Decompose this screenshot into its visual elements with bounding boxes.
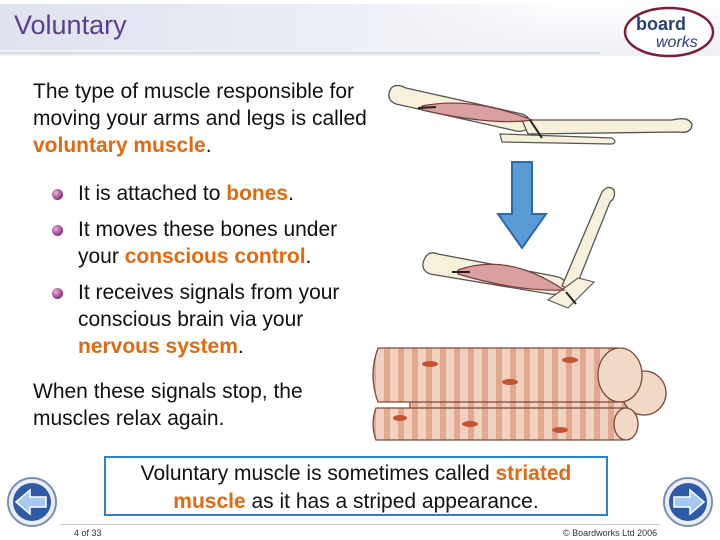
bullet-text-pre: It receives signals from your conscious … (78, 281, 340, 331)
striated-muscle-illustration (372, 347, 667, 441)
title-band (0, 4, 560, 50)
callout-text-pre: Voluntary muscle is sometimes called (140, 462, 496, 485)
bullet-dot-icon (52, 288, 63, 299)
down-arrow-icon (496, 161, 548, 250)
arm-extended-illustration (388, 84, 693, 145)
bullet-highlight: nervous system (78, 335, 238, 358)
boardworks-logo: board works (623, 6, 715, 58)
bullet-highlight: conscious control (124, 245, 306, 268)
arm-bent-illustration (422, 186, 616, 309)
slide-title: Voluntary (14, 10, 127, 40)
logo-line1: board (636, 14, 686, 34)
bullet-item: It is attached to bones. (52, 180, 382, 207)
bullet-text-pre: It is attached to (78, 182, 227, 205)
intro-text-1: The type of muscle responsible for movin… (33, 80, 367, 130)
bullet-text-post: . (305, 245, 312, 268)
outro-paragraph: When these signals stop, the muscles rel… (33, 380, 303, 430)
intro-text-2: . (205, 134, 212, 157)
back-arrow-icon[interactable] (6, 476, 58, 528)
forward-arrow-icon[interactable] (662, 476, 714, 528)
intro-highlight: voluntary muscle (33, 134, 206, 157)
striated-callout: Voluntary muscle is sometimes called str… (104, 456, 608, 516)
title-bar: Voluntary (0, 0, 720, 56)
bullet-dot-icon (52, 225, 63, 236)
intro-paragraph: The type of muscle responsible for movin… (33, 78, 373, 159)
bullet-text-post: . (237, 335, 244, 358)
bullet-text-post: . (288, 182, 294, 205)
bullet-text-pre: It moves these bones under your (78, 218, 338, 268)
callout-text-post: as it has a striped appearance. (245, 490, 539, 513)
bullet-list: It is attached to bones. It moves these … (52, 180, 382, 369)
bullet-dot-icon (52, 189, 63, 200)
callout-highlight: striated muscle (173, 462, 572, 513)
logo-line2: works (656, 34, 698, 51)
bullet-highlight: bones (226, 182, 289, 205)
footer-divider (60, 524, 660, 525)
copyright: © Boardworks Ltd 2006 (563, 528, 658, 538)
title-divider (0, 52, 600, 54)
page-number: 4 of 33 (74, 528, 102, 538)
bullet-item: It receives signals from your conscious … (52, 279, 382, 360)
bullet-item: It moves these bones under your consciou… (52, 216, 382, 270)
